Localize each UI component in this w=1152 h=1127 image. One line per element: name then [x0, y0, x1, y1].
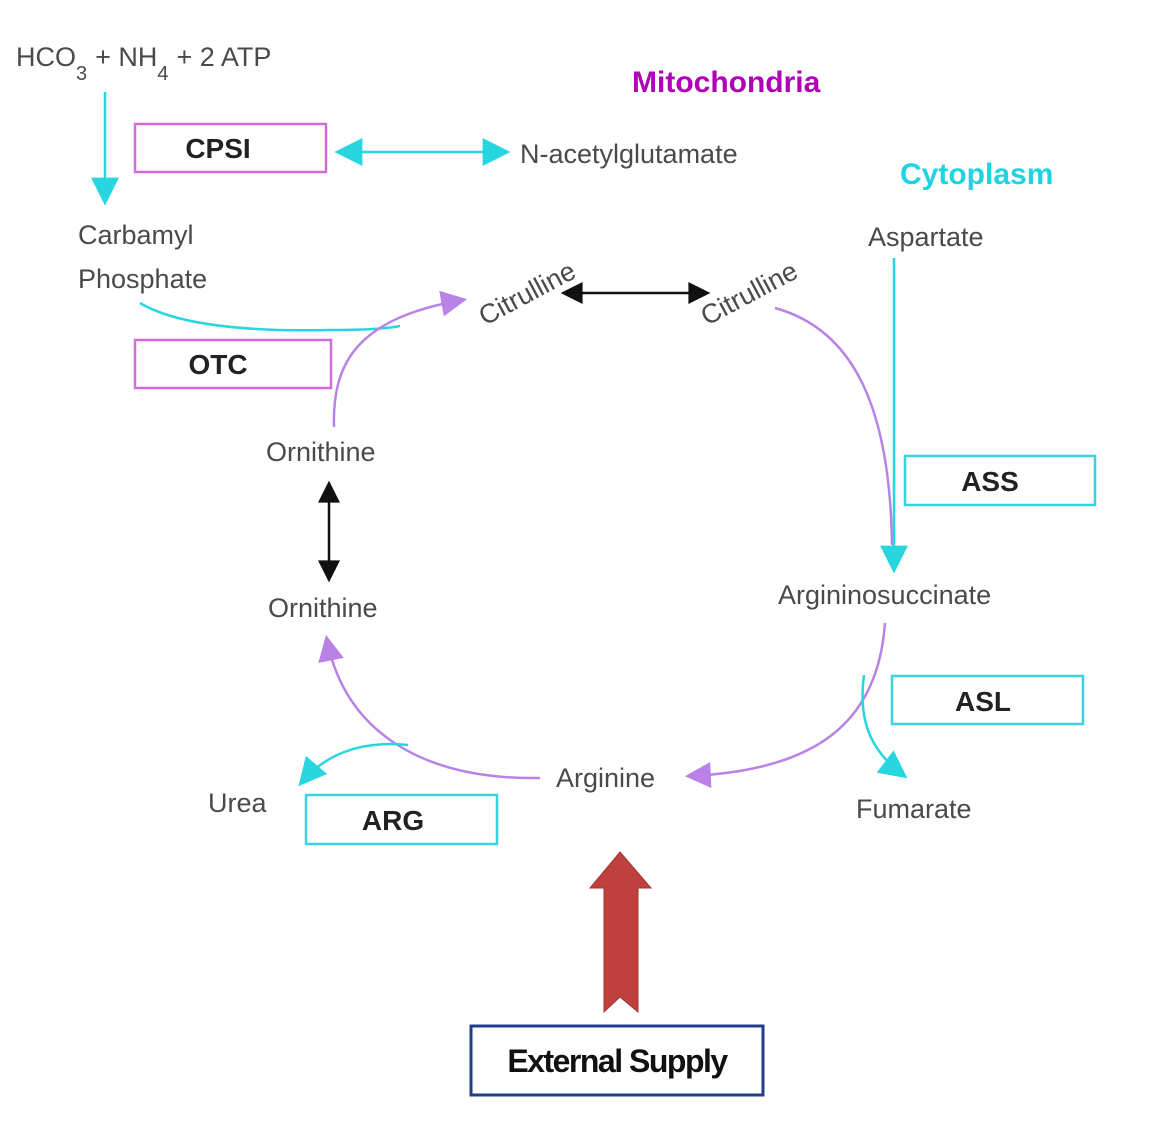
- cytoplasm-label: Cytoplasm: [900, 158, 1053, 191]
- fumarate-branch-arrow: [861, 674, 908, 779]
- atp-text: + 2 ATP: [177, 42, 272, 72]
- argininosuccinate-label: Argininosuccinate: [778, 580, 991, 610]
- arg-enzyme-box: ARG: [304, 793, 499, 846]
- nag-label: N-acetylglutamate: [520, 139, 738, 169]
- ass-enzyme-box: ASS: [903, 454, 1097, 507]
- cpsi-label: CPSI: [185, 133, 250, 164]
- hco-subscript: 3: [76, 63, 87, 85]
- fumarate-label: Fumarate: [856, 794, 972, 824]
- external-supply-box: External Supply: [469, 1024, 765, 1097]
- aspartate-label: Aspartate: [868, 222, 984, 252]
- reactants-label: HCO3 + NH4 + 2 ATP: [16, 42, 271, 85]
- mitochondria-label: Mitochondria: [632, 66, 821, 99]
- otc-label: OTC: [188, 349, 247, 380]
- citrulline-mito-label: Citrulline: [474, 255, 581, 331]
- carbamyl-label: Carbamyl: [78, 220, 194, 250]
- ornithine-cyto-label: Ornithine: [268, 593, 378, 623]
- carbamyl-to-citrulline-line: [139, 301, 401, 332]
- hco-text: HCO: [16, 42, 76, 72]
- phosphate-label: Phosphate: [78, 264, 207, 294]
- asl-label: ASL: [955, 686, 1011, 717]
- external-supply-label: External Supply: [507, 1043, 728, 1079]
- ornithine-mito-label: Ornithine: [266, 437, 376, 467]
- nh-text: + NH: [95, 42, 157, 72]
- argininosuccinate-to-arginine-arrow: [684, 622, 887, 789]
- arginine-label: Arginine: [556, 763, 655, 793]
- ass-label: ASS: [961, 466, 1019, 497]
- cpsi-enzyme-box: CPSI: [133, 122, 328, 174]
- citrulline-cyto-label: Citrulline: [696, 255, 803, 331]
- citrulline-to-argininosuccinate-arrow: [774, 306, 894, 546]
- arg-label: ARG: [362, 805, 424, 836]
- urea-label: Urea: [208, 788, 268, 818]
- arginine-to-ornithine-arrow: [318, 634, 541, 780]
- external-supply-arrow: [588, 851, 653, 1014]
- otc-enzyme-box: OTC: [133, 338, 333, 390]
- ornithine-to-citrulline-arrow: [332, 290, 468, 428]
- asl-enzyme-box: ASL: [890, 674, 1085, 726]
- urea-branch-arrow: [298, 742, 409, 787]
- nh-subscript: 4: [157, 63, 168, 85]
